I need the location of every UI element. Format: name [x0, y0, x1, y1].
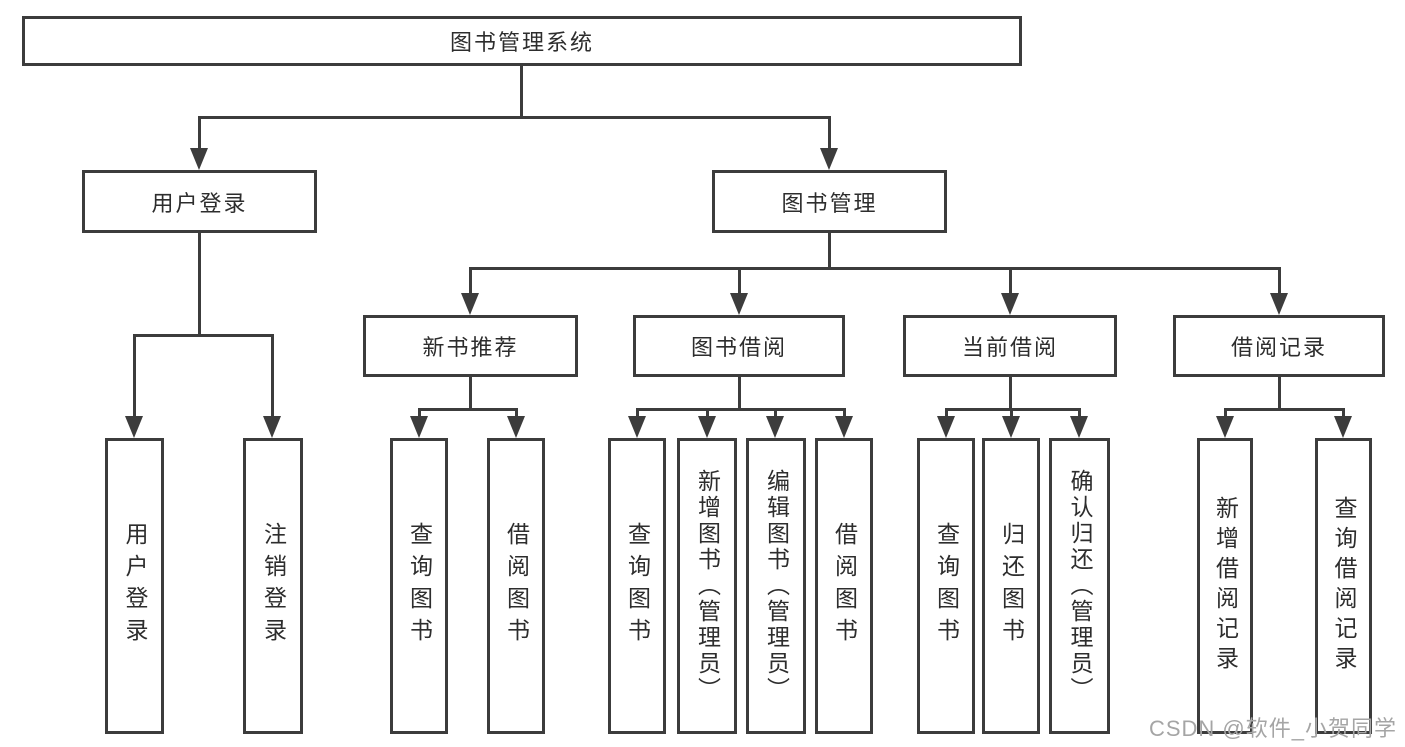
- node-label: 图书借阅: [690, 335, 787, 360]
- node-label: 借阅记录: [1230, 335, 1327, 360]
- arrowhead-down-icon: [730, 293, 748, 315]
- arrowhead-down-icon: [125, 416, 143, 438]
- leaf-label: 查询图书: [933, 522, 960, 650]
- leaf-query-borrow-record: 查询借阅记录: [1315, 438, 1372, 734]
- connector: [774, 408, 777, 418]
- leaf-borrow-books: 借阅图书: [815, 438, 873, 734]
- arrowhead-down-icon: [1070, 416, 1088, 438]
- connector: [133, 334, 136, 418]
- leaf-label: 注销登录: [260, 522, 287, 650]
- leaf-label: 编辑图书（管理员）: [763, 469, 790, 703]
- leaf-logout: 注销登录: [243, 438, 303, 734]
- leaf-label: 借阅图书: [503, 522, 530, 650]
- leaf-return-books: 归还图书: [982, 438, 1040, 734]
- node-borrow-records: 借阅记录: [1173, 315, 1385, 377]
- arrowhead-down-icon: [698, 416, 716, 438]
- leaf-query-books-current: 查询图书: [917, 438, 975, 734]
- arrowhead-down-icon: [1334, 416, 1352, 438]
- leaf-label: 查询借阅记录: [1331, 496, 1357, 676]
- node-label: 用户登录: [151, 190, 248, 216]
- arrowhead-down-icon: [820, 148, 838, 170]
- arrowhead-down-icon: [1001, 293, 1019, 315]
- leaf-user-login: 用户登录: [105, 438, 164, 734]
- leaf-label: 查询图书: [406, 522, 433, 650]
- connector: [198, 116, 201, 152]
- connector: [418, 408, 421, 418]
- leaf-label: 用户登录: [122, 522, 148, 650]
- connector: [133, 334, 274, 337]
- node-user-login: 用户登录: [82, 170, 317, 233]
- connector: [828, 233, 831, 270]
- connector: [636, 408, 639, 418]
- arrowhead-down-icon: [190, 148, 208, 170]
- leaf-label: 新增借阅记录: [1212, 496, 1239, 676]
- connector: [1224, 408, 1227, 418]
- leaf-borrow-books-newrec: 借阅图书: [487, 438, 545, 734]
- connector: [469, 267, 1281, 270]
- connector: [198, 116, 831, 119]
- connector: [469, 267, 472, 295]
- connector: [520, 66, 523, 118]
- leaf-query-books-newrec: 查询图书: [390, 438, 448, 734]
- connector: [706, 408, 709, 418]
- connector: [1009, 377, 1012, 410]
- arrowhead-down-icon: [766, 416, 784, 438]
- connector: [418, 408, 518, 411]
- arrowhead-down-icon: [1002, 416, 1020, 438]
- connector: [469, 377, 472, 410]
- connector: [738, 267, 741, 295]
- connector: [1278, 377, 1281, 410]
- node-book-borrowing: 图书借阅: [633, 315, 845, 377]
- node-label: 图书管理系统: [449, 30, 594, 55]
- leaf-label: 借阅图书: [831, 522, 858, 650]
- connector: [636, 408, 845, 411]
- connector: [1342, 408, 1345, 418]
- connector: [1278, 267, 1281, 295]
- node-label: 当前借阅: [961, 335, 1058, 360]
- leaf-label: 查询图书: [624, 522, 651, 650]
- watermark-text: CSDN @软件_小贺同学: [1148, 716, 1397, 741]
- node-current-borrowing: 当前借阅: [903, 315, 1117, 377]
- connector: [271, 334, 274, 418]
- connector: [198, 233, 201, 336]
- node-new-book-recommend: 新书推荐: [363, 315, 578, 377]
- connector: [1009, 267, 1012, 295]
- node-label: 图书管理: [781, 190, 878, 216]
- leaf-add-books-admin: 新增图书（管理员）: [677, 438, 737, 734]
- connector: [828, 116, 831, 152]
- leaf-add-borrow-record: 新增借阅记录: [1197, 438, 1253, 734]
- arrowhead-down-icon: [461, 293, 479, 315]
- connector: [1010, 408, 1013, 418]
- node-root: 图书管理系统: [22, 16, 1022, 66]
- connector: [738, 377, 741, 410]
- arrowhead-down-icon: [937, 416, 955, 438]
- connector: [1224, 408, 1344, 411]
- leaf-edit-books-admin: 编辑图书（管理员）: [746, 438, 806, 734]
- arrowhead-down-icon: [628, 416, 646, 438]
- arrowhead-down-icon: [1270, 293, 1288, 315]
- node-book-management: 图书管理: [712, 170, 947, 233]
- arrowhead-down-icon: [507, 416, 525, 438]
- connector: [945, 408, 948, 418]
- leaf-label: 归还图书: [998, 522, 1025, 650]
- node-label: 新书推荐: [422, 335, 519, 360]
- leaf-query-books-borrow: 查询图书: [608, 438, 666, 734]
- connector: [843, 408, 846, 418]
- connector: [515, 408, 518, 418]
- leaf-label: 确认归还（管理员）: [1067, 469, 1093, 703]
- arrowhead-down-icon: [263, 416, 281, 438]
- arrowhead-down-icon: [410, 416, 428, 438]
- connector: [1078, 408, 1081, 418]
- leaf-label: 新增图书（管理员）: [694, 469, 721, 703]
- arrowhead-down-icon: [835, 416, 853, 438]
- arrowhead-down-icon: [1216, 416, 1234, 438]
- leaf-confirm-return-admin: 确认归还（管理员）: [1049, 438, 1110, 734]
